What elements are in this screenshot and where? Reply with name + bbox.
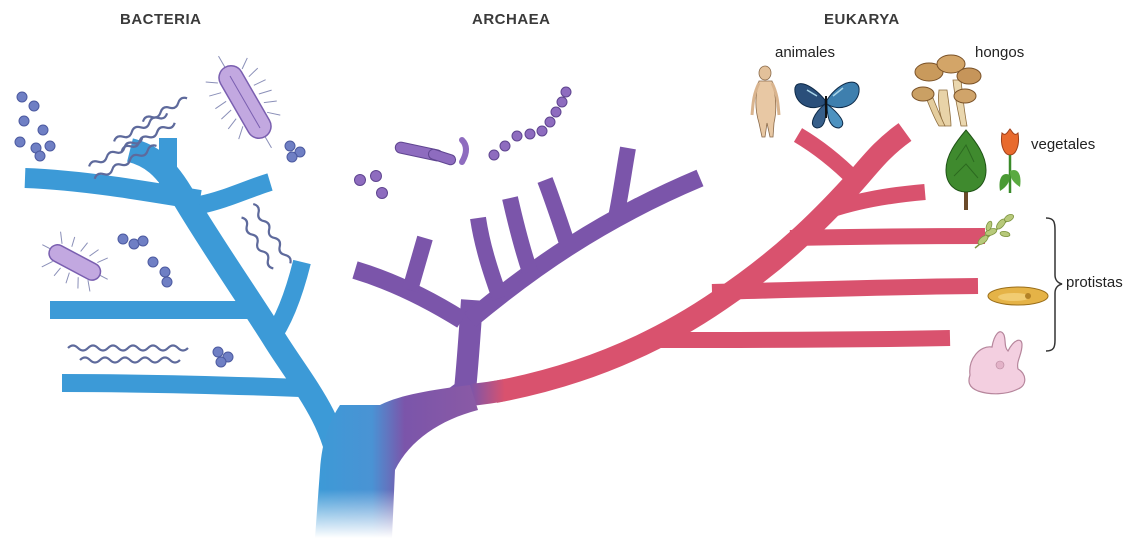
tulip-icon <box>999 129 1020 193</box>
butterfly-icon <box>795 82 859 128</box>
tree-icon <box>946 130 986 210</box>
group-label-vegetales: vegetales <box>1031 136 1095 153</box>
mushroom-cluster-icon <box>912 55 981 126</box>
paramecium-icon <box>988 287 1048 305</box>
domain-label-archaea: ARCHAEA <box>472 11 551 28</box>
group-label-hongos: hongos <box>975 44 1024 61</box>
domain-label-eukarya: EUKARYA <box>824 11 900 28</box>
group-label-animales: animales <box>775 44 835 61</box>
amoeba-icon <box>969 332 1025 394</box>
protistas-brace <box>1046 218 1062 351</box>
group-label-protistas: protistas <box>1066 274 1123 291</box>
human-figure-icon <box>752 66 779 137</box>
archaea-chain-icon <box>489 87 571 160</box>
cocci-cluster-icon <box>15 92 55 161</box>
archaea-eukarya-junction <box>470 390 505 395</box>
archaea-microbes <box>355 87 572 199</box>
cocci-middle-icon <box>118 234 172 287</box>
archaea-rod-icon <box>394 140 466 166</box>
archaea-cocci-icon <box>355 171 388 199</box>
eukarya-branch <box>495 132 985 392</box>
bacteria-branch <box>25 138 340 470</box>
domain-label-bacteria: BACTERIA <box>120 11 202 28</box>
